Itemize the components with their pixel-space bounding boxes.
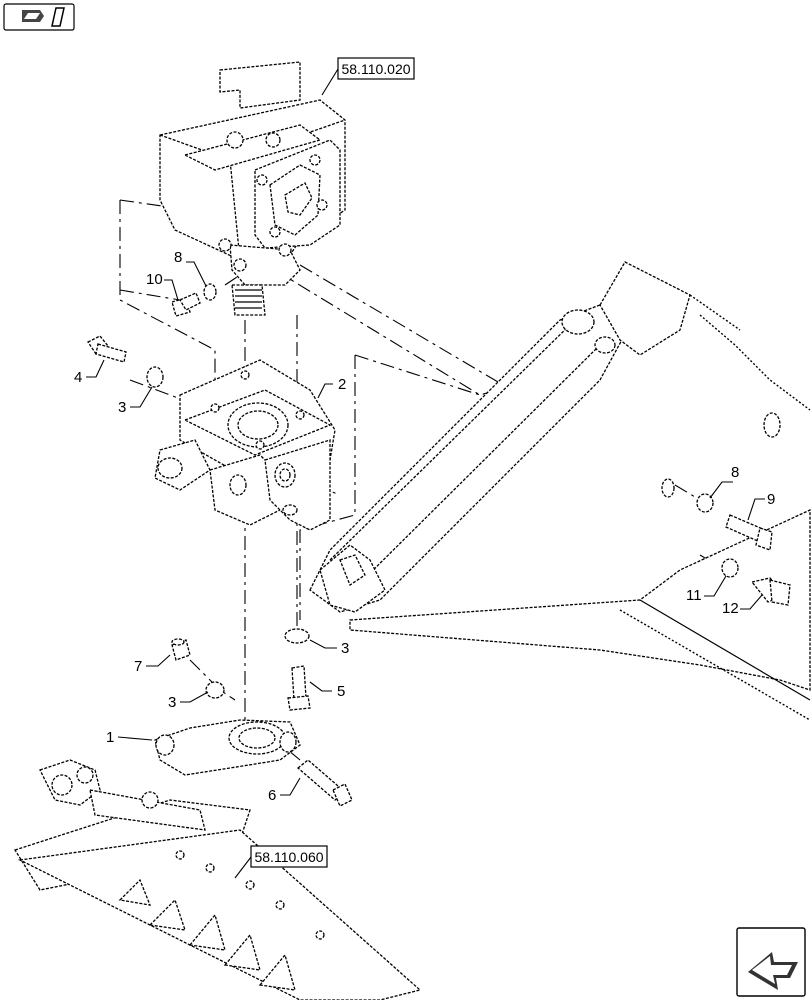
ref-label-cutterbar: 58.110.060 — [254, 849, 323, 865]
callout-12: 12 — [722, 600, 739, 617]
callout-5: 5 — [337, 683, 345, 700]
washer-3-upper — [146, 366, 164, 388]
bolt-5 — [287, 665, 311, 711]
bottom-nav-button[interactable] — [736, 927, 806, 997]
arm-part-1 — [154, 719, 301, 776]
callout-9: 9 — [767, 491, 775, 508]
gearbox-assembly — [159, 61, 346, 316]
callout-8-right: 8 — [731, 464, 739, 481]
bolt-6 — [296, 759, 353, 807]
callout-4: 4 — [74, 369, 82, 386]
ref-box-cutterbar[interactable]: 58.110.060 — [234, 845, 328, 879]
callouts: 1 2 3 3 3 4 5 6 7 8 8 9 10 11 12 — [74, 249, 775, 804]
callout-8-top: 8 — [174, 249, 182, 266]
ref-box-gearbox[interactable]: 58.110.020 — [321, 57, 415, 96]
bolt-9 — [725, 514, 773, 551]
bolt-4 — [87, 335, 127, 363]
callout-7: 7 — [134, 658, 142, 675]
ref-label-gearbox: 58.110.020 — [341, 61, 410, 77]
callout-2: 2 — [338, 376, 346, 393]
frame-beam — [309, 261, 811, 721]
callout-3-middle: 3 — [341, 640, 349, 657]
next-page-arrow-icon — [748, 952, 798, 990]
callout-10: 10 — [146, 271, 163, 288]
bolt-12 — [750, 577, 791, 606]
washer-8-top — [203, 283, 217, 301]
washer-3-lower — [205, 681, 225, 699]
callout-1: 1 — [106, 729, 114, 746]
bracket-part-2 — [154, 359, 336, 531]
callout-3-upper: 3 — [118, 399, 126, 416]
washer-right-top — [661, 478, 675, 498]
top-nav-button[interactable] — [3, 3, 75, 31]
callout-3-lower: 3 — [168, 694, 176, 711]
cutterbar-assembly — [14, 759, 422, 1000]
washer-11 — [721, 558, 739, 578]
callout-6: 6 — [268, 787, 276, 804]
print-view-icon — [22, 7, 65, 27]
nut-7 — [171, 638, 191, 661]
bolt-10 — [171, 292, 201, 317]
washer-3-middle — [284, 628, 310, 644]
washer-8-right — [696, 493, 714, 513]
callout-11: 11 — [686, 587, 702, 604]
